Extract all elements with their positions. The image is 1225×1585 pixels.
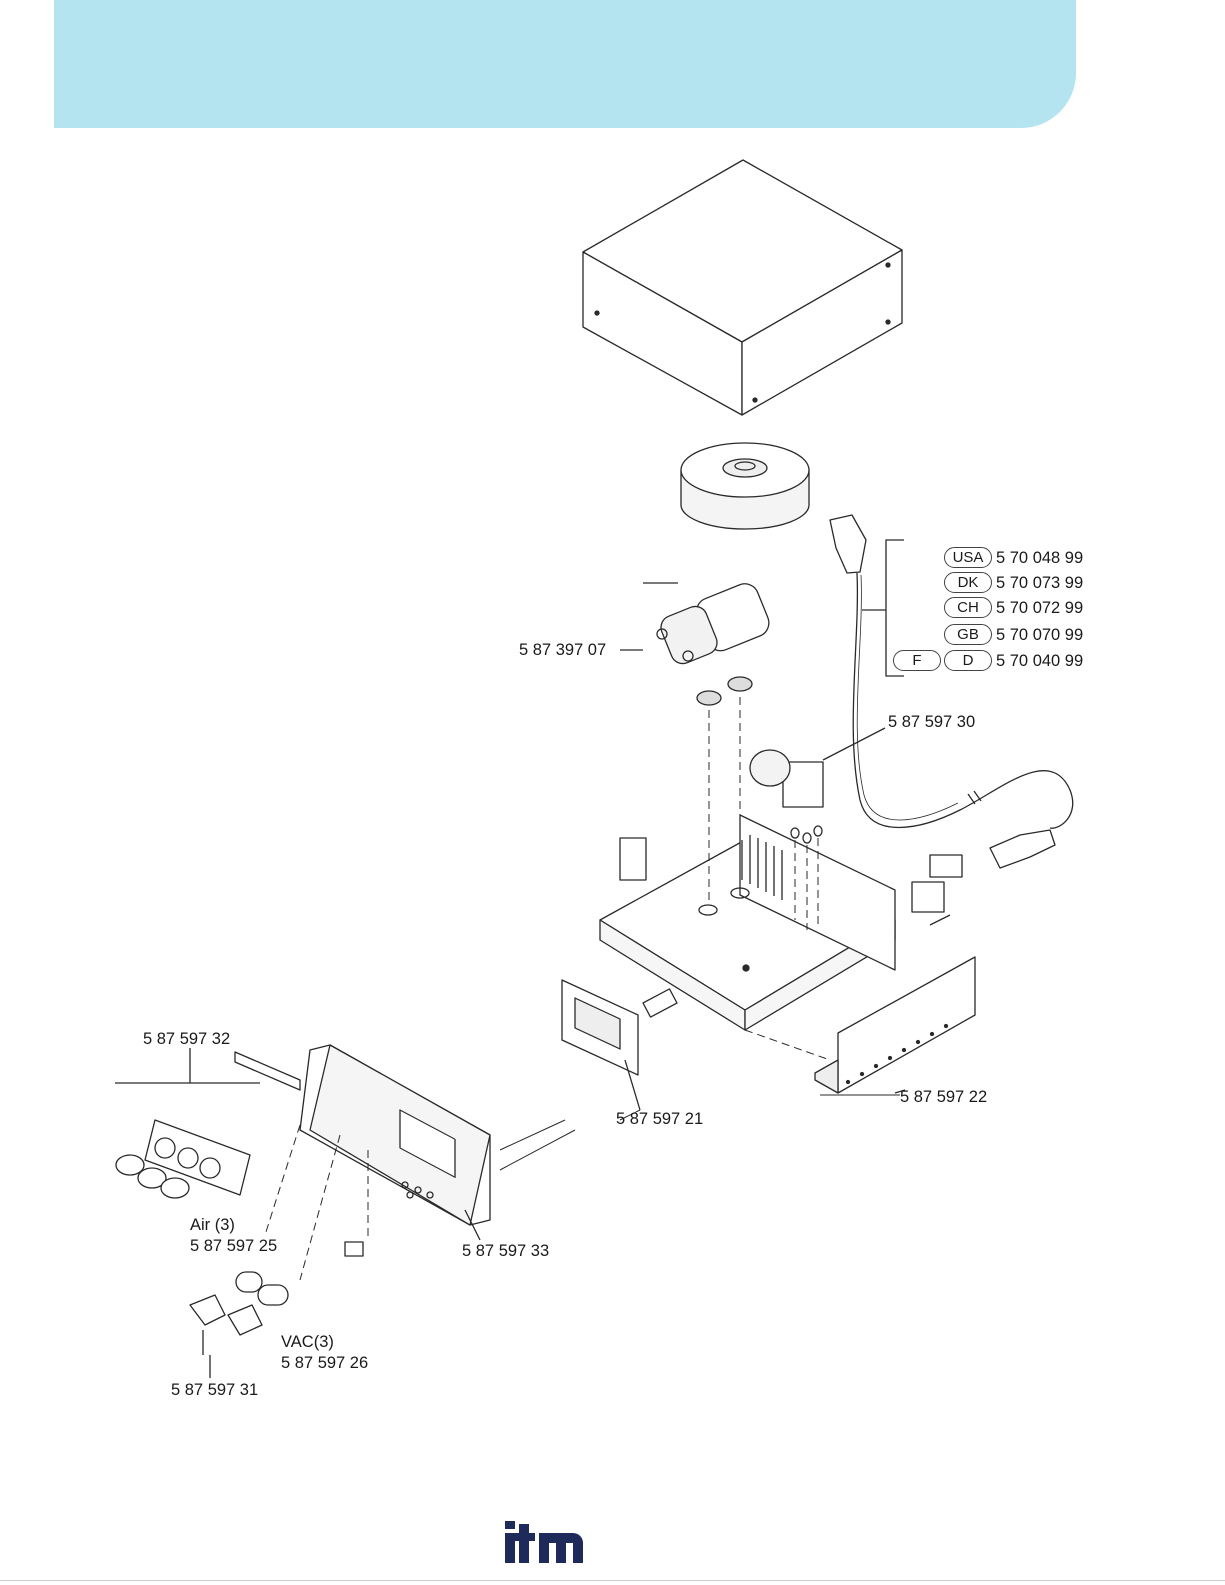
- label-connectors: 5 87 597 31: [171, 1381, 258, 1399]
- label-panel-left: 5 87 597 32: [143, 1030, 230, 1048]
- label-motor: 5 87 397 07: [519, 641, 606, 659]
- small-transformer: [750, 728, 885, 843]
- cord-code-d: 5 70 040 99: [996, 652, 1083, 670]
- label-side-cover: 5 87 597 22: [900, 1088, 987, 1106]
- display-board: [562, 980, 640, 1110]
- country-ch: CH: [944, 597, 992, 618]
- country-gb: GB: [944, 624, 992, 645]
- label-display-board: 5 87 597 21: [616, 1110, 703, 1128]
- country-usa: USA: [944, 547, 992, 568]
- cord-code-ch: 5 70 072 99: [996, 599, 1083, 617]
- toroid-transformer: [681, 443, 809, 529]
- side-cover: [815, 957, 975, 1093]
- cord-code-gb: 5 70 070 99: [996, 626, 1083, 644]
- label-leaders: [500, 1095, 900, 1170]
- label-vac-name: VAC(3): [281, 1333, 334, 1351]
- front-panel: [300, 1045, 490, 1240]
- footer-rule: [0, 1580, 1225, 1581]
- label-air-code: 5 87 597 25: [190, 1237, 277, 1255]
- country-f: F: [893, 650, 941, 671]
- cord-code-usa: 5 70 048 99: [996, 549, 1083, 567]
- label-front-panel: 5 87 597 33: [462, 1242, 549, 1260]
- cord-code-dk: 5 70 073 99: [996, 574, 1083, 592]
- label-transformer: 5 87 597 30: [888, 713, 975, 731]
- top-cover: [583, 160, 902, 415]
- label-air-name: Air (3): [190, 1216, 235, 1234]
- pump-motor: [620, 580, 773, 705]
- itm-logo: [503, 1518, 593, 1568]
- label-vac-code: 5 87 597 26: [281, 1354, 368, 1372]
- country-dk: DK: [944, 572, 992, 593]
- country-d: D: [944, 650, 992, 671]
- mains-cord: [830, 515, 1073, 868]
